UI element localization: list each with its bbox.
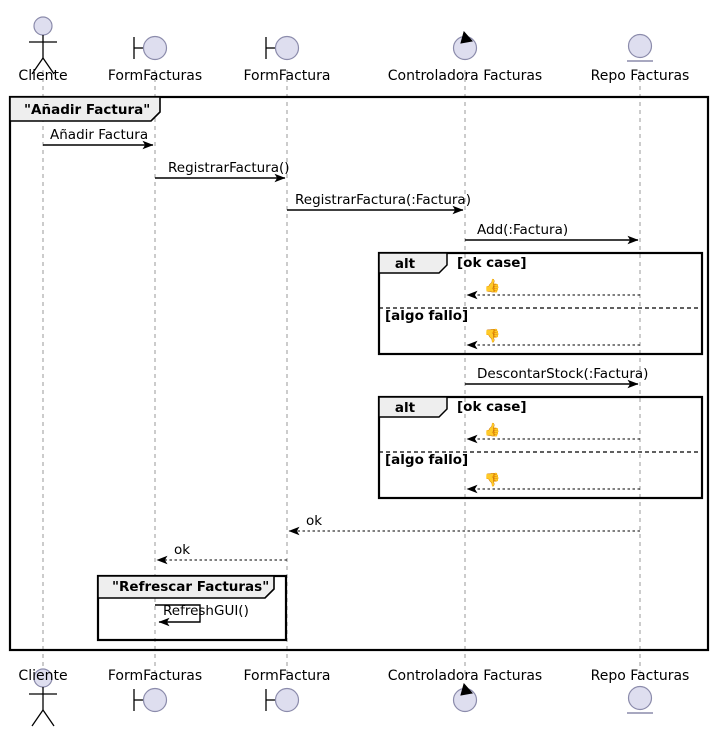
participant-label: Cliente: [18, 68, 67, 84]
participants-footer[interactable]: Cliente FormFacturas FormFactura Controlado…: [18, 668, 690, 727]
participant-repo-facturas[interactable]: Repo Facturas: [591, 668, 690, 714]
participant-formfacturas[interactable]: FormFacturas: [108, 35, 202, 85]
message-label: ok: [174, 542, 190, 558]
alt-guard-condition: [algo fallo]: [385, 452, 468, 468]
participant-formfactura[interactable]: FormFactura: [243, 35, 331, 85]
frame-label: "Añadir Factura": [24, 102, 150, 118]
participant-label: Repo Facturas: [591, 68, 690, 84]
message-glyph-icon: 👍: [484, 422, 500, 438]
participant-formfacturas[interactable]: FormFacturas: [108, 668, 202, 713]
message-label: RegistrarFactura(): [168, 160, 290, 176]
alt-add-factura: alt [ok case] [algo fallo]: [377, 251, 704, 356]
message-m3: RegistrarFactura(:Factura): [287, 192, 471, 215]
message-label: Añadir Factura: [50, 127, 148, 143]
message-glyph-icon: 👎: [484, 328, 500, 344]
message-m6: 👎: [466, 328, 640, 350]
participant-label: FormFacturas: [108, 68, 202, 84]
alt-guard-condition: [ok case]: [457, 399, 527, 415]
participant-controladora-facturas[interactable]: Controladora Facturas: [388, 30, 542, 84]
alt-keyword: alt: [395, 256, 416, 272]
message-m9: 👎: [466, 472, 640, 494]
participants-header[interactable]: Cliente FormFacturas FormFactura Controlado…: [18, 16, 690, 85]
boundary-icon: [133, 687, 168, 713]
participant-label: Controladora Facturas: [388, 668, 542, 684]
message-m10: ok: [288, 513, 640, 536]
actor-icon: [29, 16, 57, 75]
alt-guard-condition: [algo fallo]: [385, 308, 468, 324]
message-m4: Add(:Factura): [465, 222, 639, 245]
control-icon: [452, 30, 478, 61]
message-label: ok: [306, 513, 322, 529]
message-glyph-icon: 👎: [484, 472, 500, 488]
frame-refrescar-facturas: "Refrescar Facturas": [96, 574, 288, 642]
participant-label: Repo Facturas: [591, 668, 690, 684]
message-label: Add(:Factura): [477, 222, 568, 238]
alt-guard-condition: [ok case]: [457, 255, 527, 271]
message-m11: ok: [156, 542, 287, 565]
actor-icon: [29, 668, 57, 727]
participant-label: Cliente: [18, 668, 67, 684]
frame-label: "Refrescar Facturas": [112, 579, 269, 595]
message-m7: DescontarStock(:Factura): [465, 366, 648, 389]
message-label: DescontarStock(:Factura): [477, 366, 648, 382]
entity-icon: [627, 685, 653, 714]
message-m1: Añadir Factura: [43, 127, 154, 150]
message-label: RegistrarFactura(:Factura): [295, 192, 471, 208]
message-glyph-icon: 👍: [484, 278, 500, 294]
message-m2: RegistrarFactura(): [155, 160, 290, 183]
participant-controladora-facturas[interactable]: Controladora Facturas: [388, 668, 542, 713]
participant-cliente[interactable]: Cliente: [18, 668, 68, 727]
participant-label: FormFactura: [243, 668, 330, 684]
participant-label: FormFacturas: [108, 668, 202, 684]
self-message-m12: RefreshGUI(): [155, 603, 249, 627]
boundary-icon: [265, 35, 300, 61]
boundary-icon: [265, 687, 300, 713]
self-message-label: RefreshGUI(): [163, 603, 249, 619]
participant-label: Controladora Facturas: [388, 68, 542, 84]
frame-anadir-factura: "Añadir Factura": [8, 95, 710, 652]
boundary-icon: [133, 35, 168, 61]
message-m8: 👍: [466, 422, 640, 444]
alt-descontar-stock: alt [ok case] [algo fallo]: [377, 395, 704, 500]
message-m5: 👍: [466, 278, 640, 300]
participant-repo-facturas[interactable]: Repo Facturas: [591, 33, 690, 85]
alt-keyword: alt: [395, 400, 416, 416]
participant-cliente[interactable]: Cliente: [18, 16, 68, 84]
frames-group: "Añadir Factura" "Refrescar Facturas": [8, 95, 710, 652]
control-icon: [452, 682, 478, 713]
alt-fragments-group: alt [ok case] [algo fallo] alt [ok case] [alg…: [377, 251, 704, 500]
participant-label: FormFactura: [243, 68, 330, 84]
participant-formfactura[interactable]: FormFactura: [243, 668, 331, 713]
entity-icon: [627, 33, 653, 62]
